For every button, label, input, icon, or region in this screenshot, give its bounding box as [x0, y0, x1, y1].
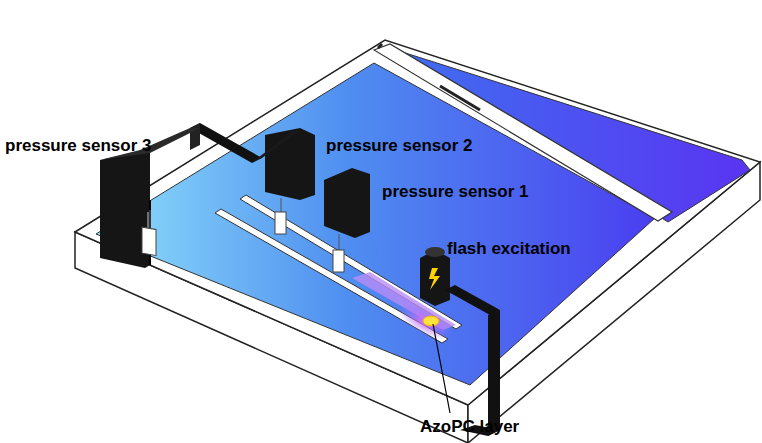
part-label: pressure sensor 2	[326, 137, 472, 154]
part-label: AzoPC layer	[420, 418, 519, 435]
part-label: flash excitation	[447, 240, 571, 257]
sensor-2	[265, 128, 315, 200]
flash-spot	[423, 316, 439, 326]
part-label: pressure sensor 3	[5, 137, 151, 154]
tray-rim	[75, 40, 760, 405]
part-label: pressure sensor 1	[382, 183, 528, 200]
leader-line	[433, 324, 450, 413]
barrier	[374, 44, 672, 221]
sensor-1	[324, 168, 370, 238]
flash-lamp	[420, 250, 450, 306]
